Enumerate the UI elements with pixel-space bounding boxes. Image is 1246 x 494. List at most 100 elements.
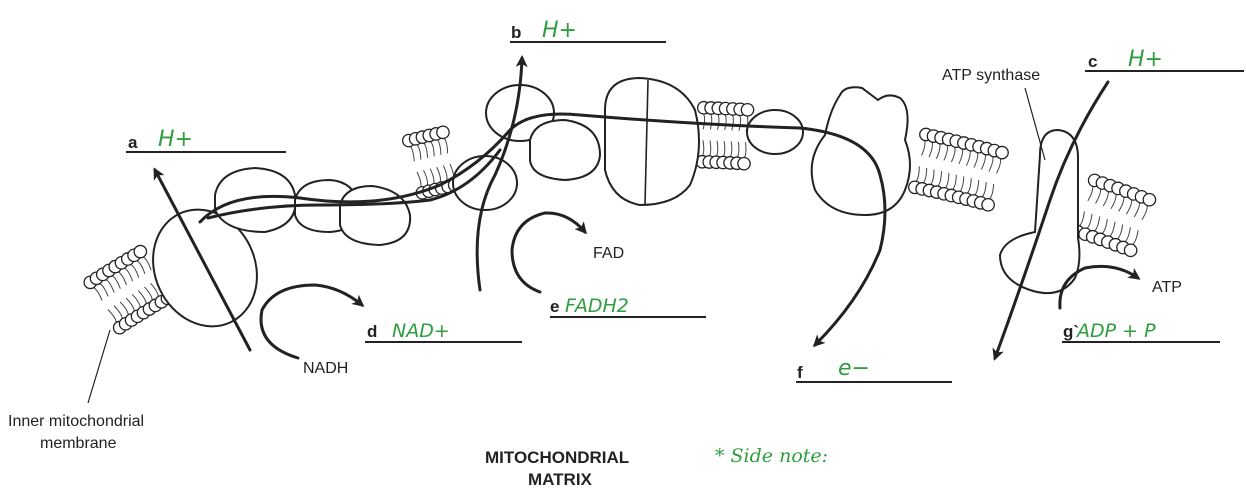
lipid-tail	[108, 310, 116, 323]
lipid-tail	[424, 170, 428, 185]
matrix-label-line1: MITOCHONDRIAL	[485, 448, 629, 467]
label-e: e	[550, 297, 559, 316]
answer-a: H+	[158, 127, 193, 152]
lipid-head	[437, 126, 449, 138]
lipid-head	[738, 157, 750, 169]
membrane-leader	[88, 330, 110, 403]
lipid-tail	[960, 176, 964, 191]
label-a: a	[128, 133, 138, 152]
membrane-label-line1: Inner mitochondrial	[8, 413, 144, 430]
lipid-tail	[990, 184, 994, 199]
matrix-label-line2: MATRIX	[528, 470, 593, 489]
label-f: f	[797, 363, 803, 382]
lipid-tail	[106, 280, 114, 293]
lipid-tail	[916, 166, 919, 181]
atp-synthase-label: ATP synthase	[942, 67, 1040, 84]
lipid-tail	[410, 147, 414, 162]
lipid-tail	[703, 140, 704, 155]
fadh2-arrow	[512, 213, 585, 292]
lipid-tail	[717, 114, 718, 129]
lipid-tail	[114, 306, 122, 319]
lipid-tail	[1087, 214, 1092, 228]
lipid-tail	[737, 142, 739, 157]
lipid-tail	[424, 143, 428, 158]
atp-label: ATP	[1152, 279, 1182, 296]
lipid-tail	[431, 142, 435, 157]
lipid-tail	[1088, 186, 1093, 201]
lipid-tail	[944, 146, 948, 161]
complex-iv	[605, 78, 803, 205]
lipid-tail	[430, 169, 434, 184]
lipid-tail	[923, 168, 926, 183]
lipid-tail	[1142, 205, 1147, 219]
lipid-tail	[100, 284, 108, 297]
lipid-tail	[1111, 194, 1116, 208]
lipid-tail	[1134, 203, 1139, 217]
lipid-tail	[1125, 227, 1130, 241]
lipid-tail	[989, 157, 993, 172]
answer-e: FADH2	[565, 295, 629, 317]
lipid-tail	[1110, 222, 1115, 236]
lipid-tail	[730, 141, 731, 156]
lipid-tail	[931, 169, 934, 184]
lipid-tail	[118, 272, 126, 285]
lipid-tail	[996, 159, 1000, 174]
lipid-head	[1124, 244, 1136, 256]
lipid-tail	[945, 173, 948, 188]
lipid-tail	[443, 166, 447, 181]
lipid-tail	[1080, 211, 1085, 226]
lipid-tail	[125, 268, 133, 281]
answer-b: H+	[542, 18, 577, 43]
label-b: b	[511, 23, 521, 42]
answer-c: H+	[1128, 47, 1163, 72]
answer-g: ADP + P	[1075, 320, 1156, 342]
lipid-tail	[966, 151, 970, 166]
lipid-tail	[1096, 189, 1101, 203]
lipid-tail	[132, 294, 140, 307]
answer-d: NAD+	[392, 320, 450, 342]
lipid-tail	[744, 142, 746, 157]
lipid-tail	[959, 149, 963, 164]
lipid-tail	[725, 115, 727, 130]
lipid-head	[741, 104, 753, 116]
lipid-head	[982, 199, 994, 211]
lipid-tail	[953, 175, 957, 190]
lipid-tail	[929, 142, 932, 157]
lipid-tail	[936, 144, 940, 159]
lipid-head	[1143, 193, 1155, 205]
lipid-tail	[144, 287, 152, 300]
lipid-tail	[981, 155, 985, 170]
complex-i	[134, 168, 410, 344]
lipid-tail	[968, 178, 972, 193]
lipid-tail	[922, 141, 925, 156]
lipid-tail	[1119, 197, 1124, 211]
lipid-tail	[1102, 219, 1107, 233]
lipid-tail	[417, 145, 421, 160]
lipid-tail	[112, 276, 120, 289]
lipid-tail	[982, 182, 986, 197]
side-note: * Side note:	[715, 445, 828, 467]
lipid-tail	[437, 167, 441, 182]
label-c: c	[1088, 52, 1097, 71]
lipid-tail	[1095, 216, 1100, 230]
lipid-tail	[1126, 200, 1131, 214]
lipid-tail	[1103, 192, 1108, 206]
lipid-tail	[703, 114, 704, 129]
lipid-tail	[975, 180, 979, 195]
lipid-tail	[974, 153, 978, 168]
lipid-head	[134, 245, 146, 257]
lipid-tail	[716, 141, 717, 156]
membrane-label-line2: membrane	[40, 435, 117, 452]
lipid-tail	[723, 141, 724, 156]
lipid-tail	[94, 288, 102, 301]
fad-label: FAD	[593, 245, 624, 262]
atp-synthase-leader	[1025, 88, 1045, 160]
lipid-tail	[137, 261, 145, 274]
answer-f: e−	[838, 356, 870, 381]
lipid-tail	[1118, 225, 1123, 239]
lipid-tail	[732, 115, 734, 130]
lipid-tail	[131, 264, 139, 277]
lipid-tail	[437, 140, 440, 155]
lipid-tail	[951, 147, 955, 162]
